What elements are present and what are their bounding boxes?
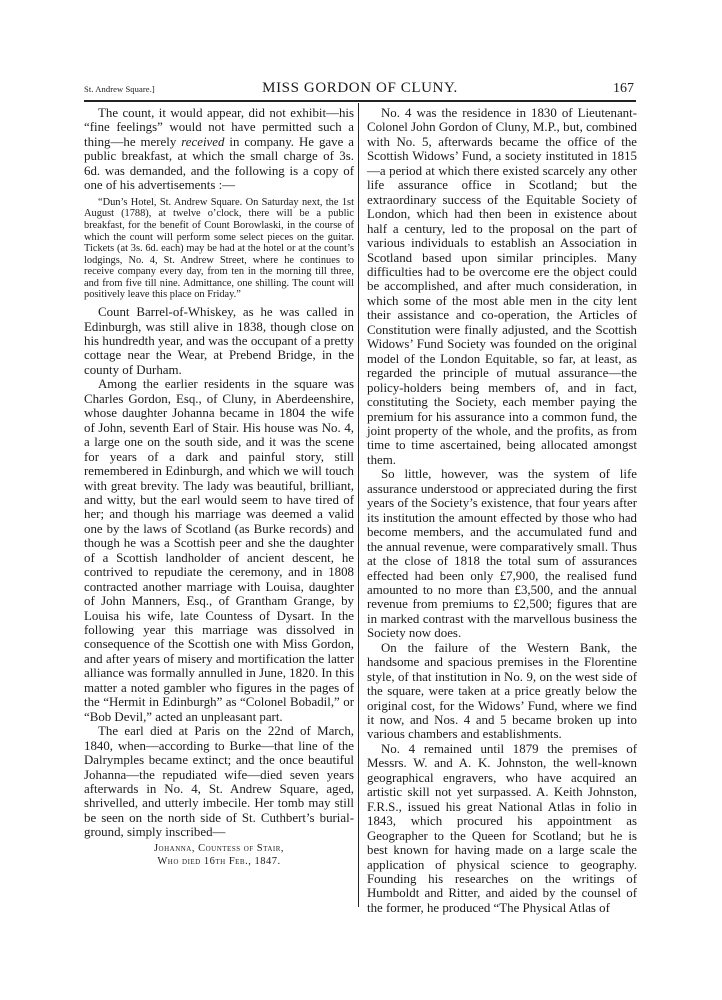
tomb-inscription: Johanna, Countess of Stair, Who died 16t… — [84, 842, 354, 868]
paragraph: No. 4 was the residence in 1830 of Lieut… — [367, 106, 637, 467]
paragraph: Among the earlier residents in the squar… — [84, 377, 354, 724]
paragraph: On the failure of the Western Bank, the … — [367, 640, 637, 742]
inscription-line: Who died 16th Feb., 1847. — [157, 855, 281, 867]
column-divider — [358, 103, 359, 907]
running-header: St. Andrew Square.] MISS GORDON OF CLUNY… — [84, 80, 636, 98]
paragraph: So little, however, was the system of li… — [367, 467, 637, 641]
running-head-location: St. Andrew Square.] — [84, 84, 155, 94]
paragraph: The earl died at Paris on the 22nd of Ma… — [84, 724, 354, 840]
page-number: 167 — [613, 81, 634, 96]
page-title: MISS GORDON OF CLUNY. — [262, 80, 458, 96]
paragraph: No. 4 remained until 1879 the premises o… — [367, 741, 637, 915]
right-column: No. 4 was the residence in 1830 of Lieut… — [367, 106, 637, 915]
header-rule — [84, 100, 636, 102]
emphasis: received — [181, 134, 225, 149]
paragraph: Count Barrel-of-Whiskey, as he was calle… — [84, 305, 354, 377]
advertisement-quote: “Dun’s Hotel, St. Andrew Square. On Satu… — [84, 196, 354, 301]
paragraph: The count, it would appear, did not exhi… — [84, 106, 354, 193]
left-column: The count, it would appear, did not exhi… — [84, 106, 354, 868]
inscription-line: Johanna, Countess of Stair, — [153, 842, 285, 854]
